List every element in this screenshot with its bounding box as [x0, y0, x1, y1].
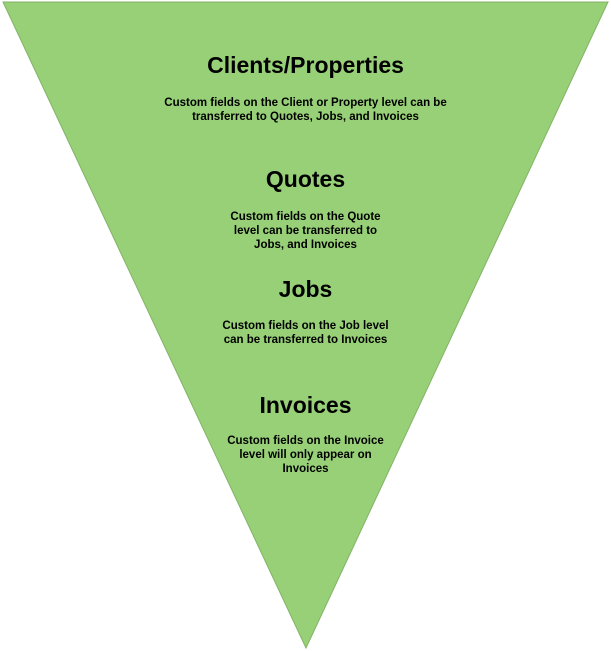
level-jobs: Jobs Custom fields on the Job level can …	[0, 275, 611, 347]
level-description: Custom fields on the Client or Property …	[0, 96, 611, 124]
description-line: Custom fields on the Job level	[222, 320, 389, 332]
description-line: Custom fields on the Quote	[230, 211, 381, 223]
level-description: Custom fields on the Quote level can be …	[0, 210, 611, 252]
description-line: level can be transferred to	[233, 225, 378, 237]
description-line: Invoices	[282, 463, 329, 475]
level-description: Custom fields on the Invoice level will …	[0, 434, 611, 476]
description-line: level will only appear on	[239, 449, 372, 461]
level-title: Clients/Properties	[207, 52, 404, 78]
level-description: Custom fields on the Job level can be tr…	[0, 319, 611, 347]
level-invoices: Invoices Custom fields on the Invoice le…	[0, 391, 611, 476]
level-title: Quotes	[265, 166, 346, 192]
level-title: Invoices	[259, 392, 352, 418]
level-clients-properties: Clients/Properties Custom fields on the …	[0, 51, 611, 124]
level-title: Jobs	[278, 276, 333, 302]
description-line: Custom fields on the Client or Property …	[164, 97, 447, 109]
level-quotes: Quotes Custom fields on the Quote level …	[0, 165, 611, 252]
description-line: transferred to Quotes, Jobs, and Invoice…	[192, 111, 419, 123]
description-line: can be transferred to Invoices	[223, 334, 388, 346]
description-line: Custom fields on the Invoice	[227, 435, 384, 447]
description-line: Jobs, and Invoices	[254, 239, 357, 251]
